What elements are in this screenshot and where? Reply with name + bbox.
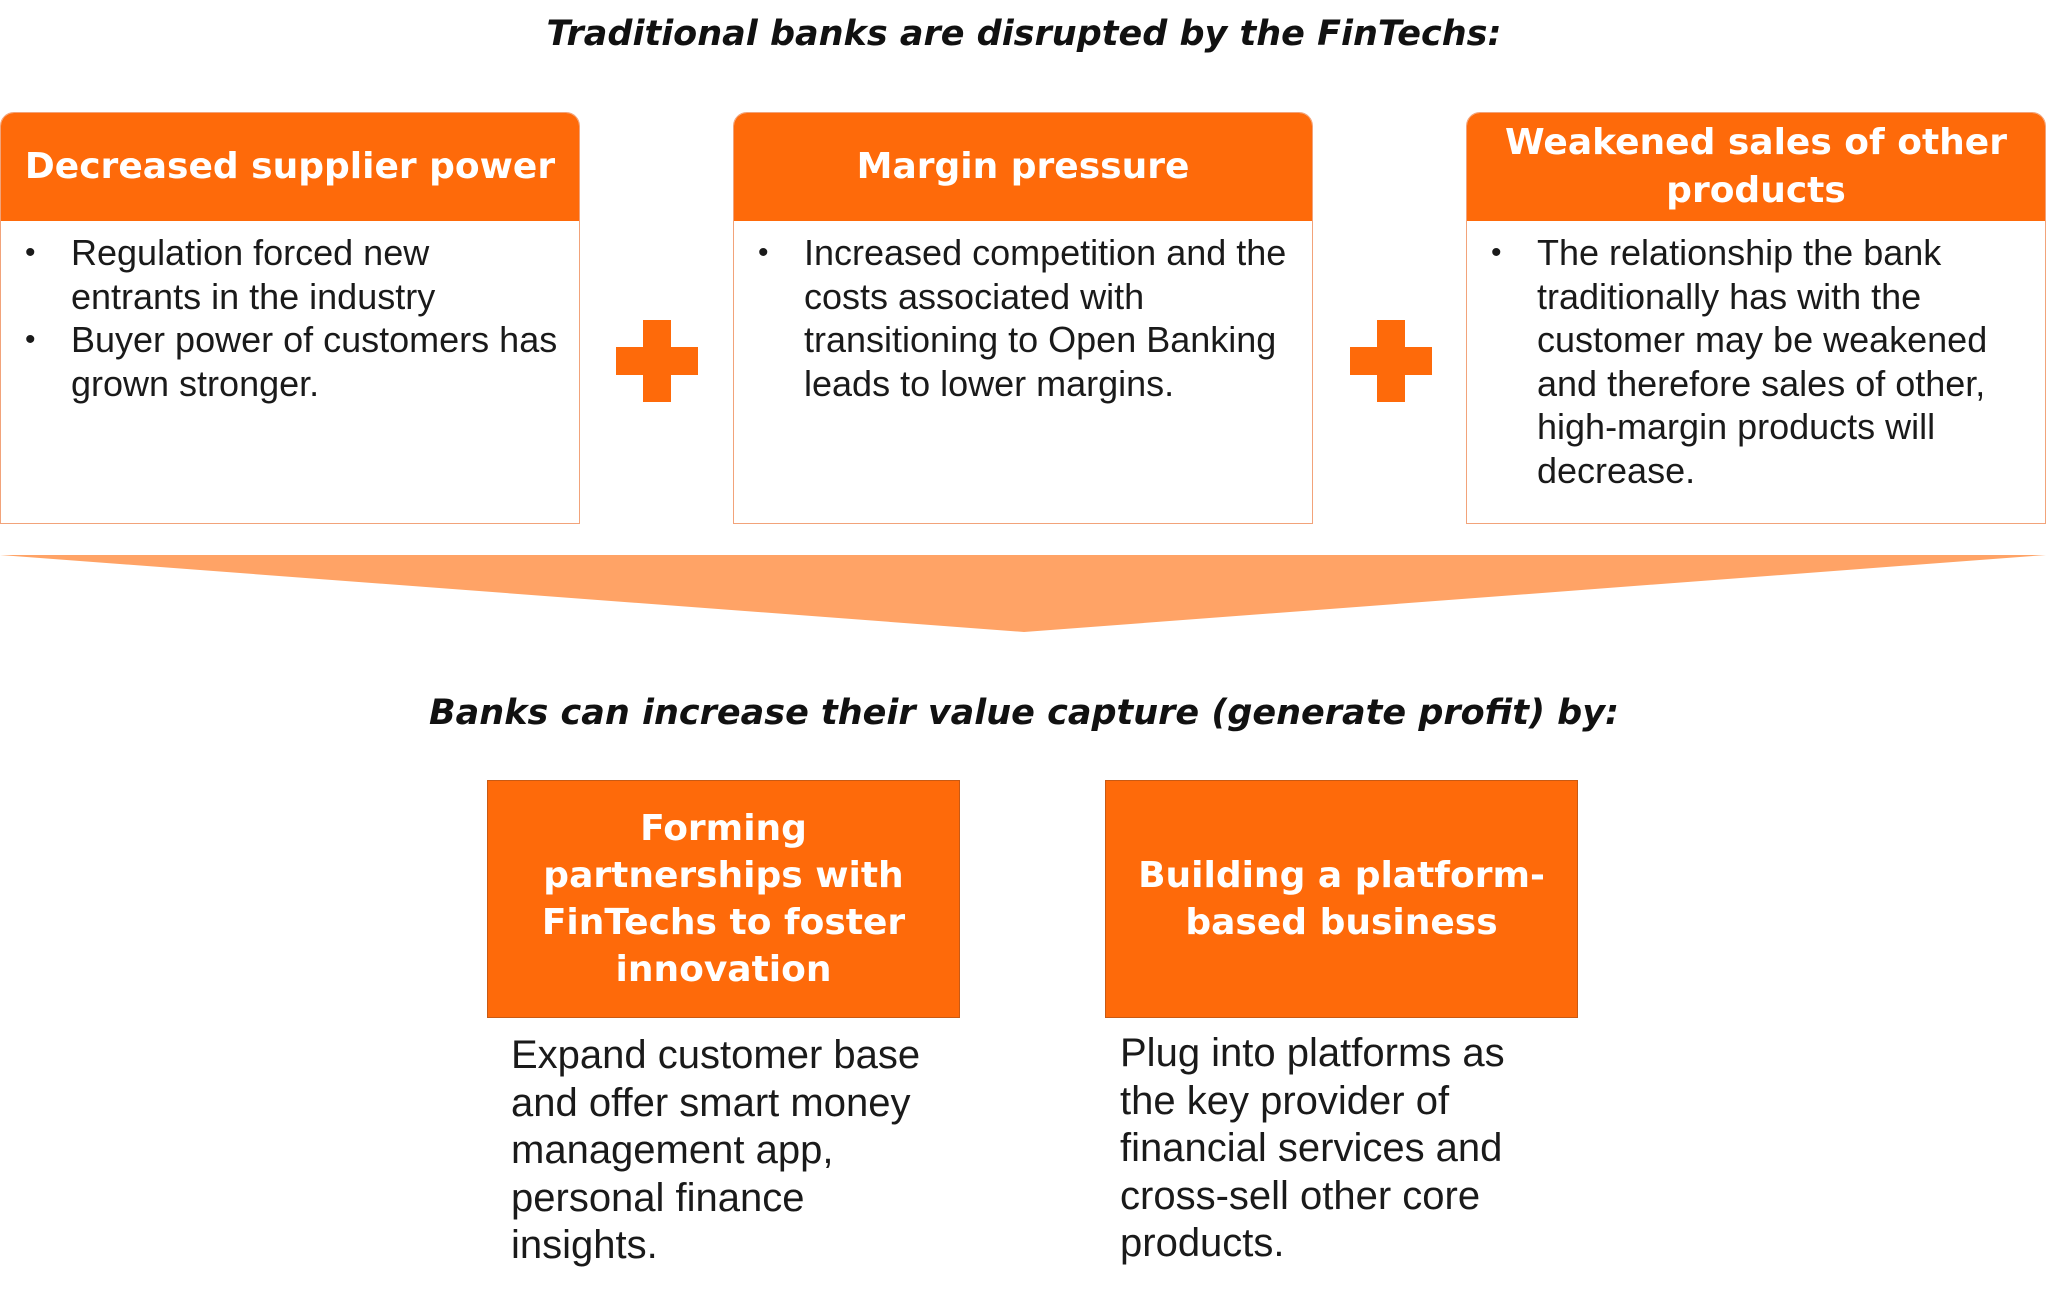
bullet-list: The relationship the bank traditionally …	[1487, 231, 2029, 492]
action-box-partnerships: Forming partnerships with FinTechs to fo…	[487, 780, 960, 1018]
card-title: Weakened sales of other products	[1467, 113, 2045, 221]
top-heading: Traditional banks are disrupted by the F…	[546, 14, 1502, 54]
bullet-list: Regulation forced new entrants in the in…	[21, 231, 563, 405]
card-title: Margin pressure	[734, 113, 1312, 221]
action-description: Plug into platforms as the key provider …	[1120, 1031, 1505, 1265]
action-box-platform: Building a platform-based business	[1105, 780, 1578, 1018]
bullet-list: Increased competition and the costs asso…	[754, 231, 1296, 405]
card-weakened-sales: Weakened sales of other products The rel…	[1466, 112, 2046, 524]
action-description: Expand customer base and offer smart mon…	[511, 1033, 921, 1267]
bullet-item: Regulation forced new entrants in the in…	[21, 231, 563, 318]
card-margin-pressure: Margin pressure Increased competition an…	[733, 112, 1313, 524]
action-title: Building a platform-based business	[1138, 855, 1545, 943]
card-body: Increased competition and the costs asso…	[734, 221, 1312, 405]
plus-icon	[616, 320, 698, 402]
bullet-item: Increased competition and the costs asso…	[754, 231, 1296, 405]
card-body: Regulation forced new entrants in the in…	[1, 221, 579, 405]
plus-icon	[1350, 320, 1432, 402]
bullet-item: Buyer power of customers has grown stron…	[21, 318, 563, 405]
card-body: The relationship the bank traditionally …	[1467, 221, 2045, 492]
card-title: Decreased supplier power	[1, 113, 579, 221]
action-title: Forming partnerships with FinTechs to fo…	[541, 808, 906, 990]
funnel-arrow	[0, 555, 2046, 632]
bullet-item: The relationship the bank traditionally …	[1487, 231, 2029, 492]
card-decreased-supplier-power: Decreased supplier power Regulation forc…	[0, 112, 580, 524]
bottom-heading: Banks can increase their value capture (…	[428, 693, 1620, 733]
